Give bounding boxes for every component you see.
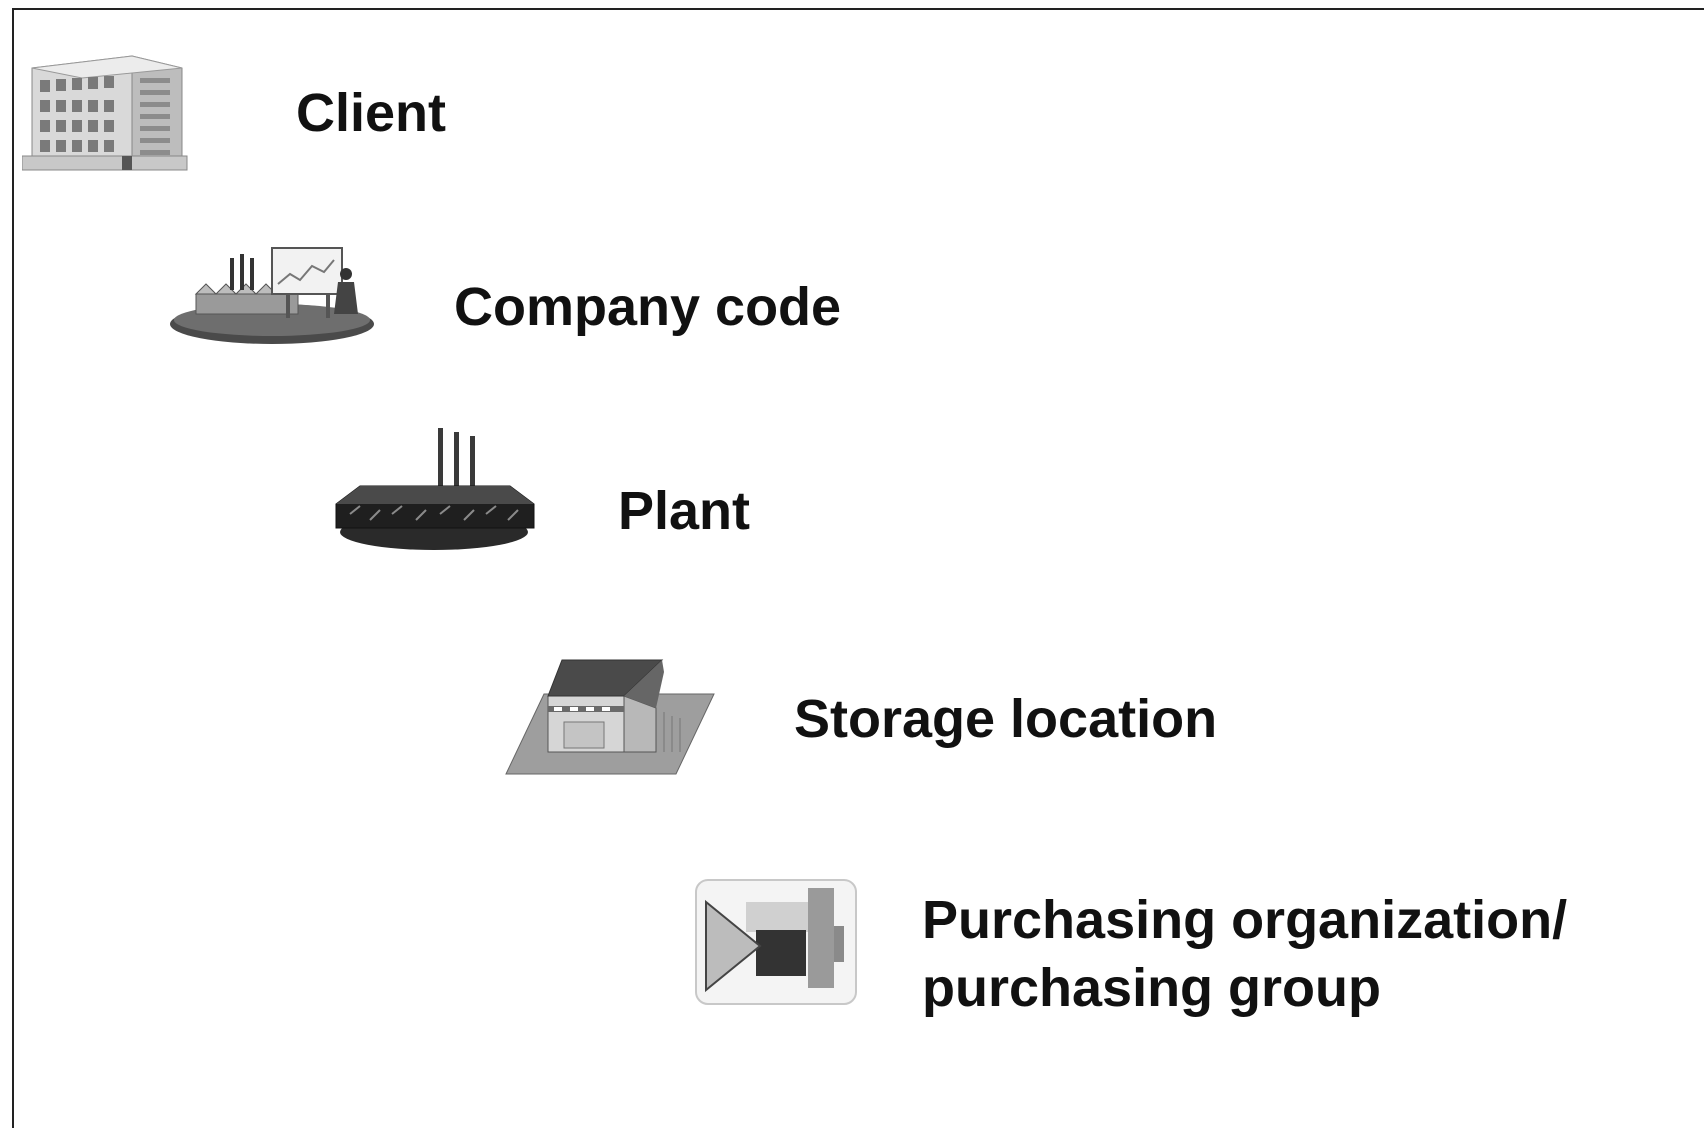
level-label-plant: Plant [618, 481, 751, 541]
level-label-purchasing: Purchasing organization/ purchasing grou… [922, 886, 1567, 1022]
office-building-icon [22, 55, 188, 171]
level-label-storage-location: Storage location [794, 689, 1218, 749]
factory-icon [335, 428, 535, 550]
level-label-client: Client [296, 83, 447, 143]
company-presentation-icon [170, 247, 374, 344]
diagram-frame [12, 8, 1704, 1128]
level-label-purchasing-line2: purchasing group [922, 958, 1381, 1018]
level-label-purchasing-line1: Purchasing organization/ [922, 890, 1568, 950]
level-label-company-code: Company code [454, 277, 842, 337]
purchasing-icon [695, 879, 857, 1005]
warehouse-icon [505, 659, 715, 775]
